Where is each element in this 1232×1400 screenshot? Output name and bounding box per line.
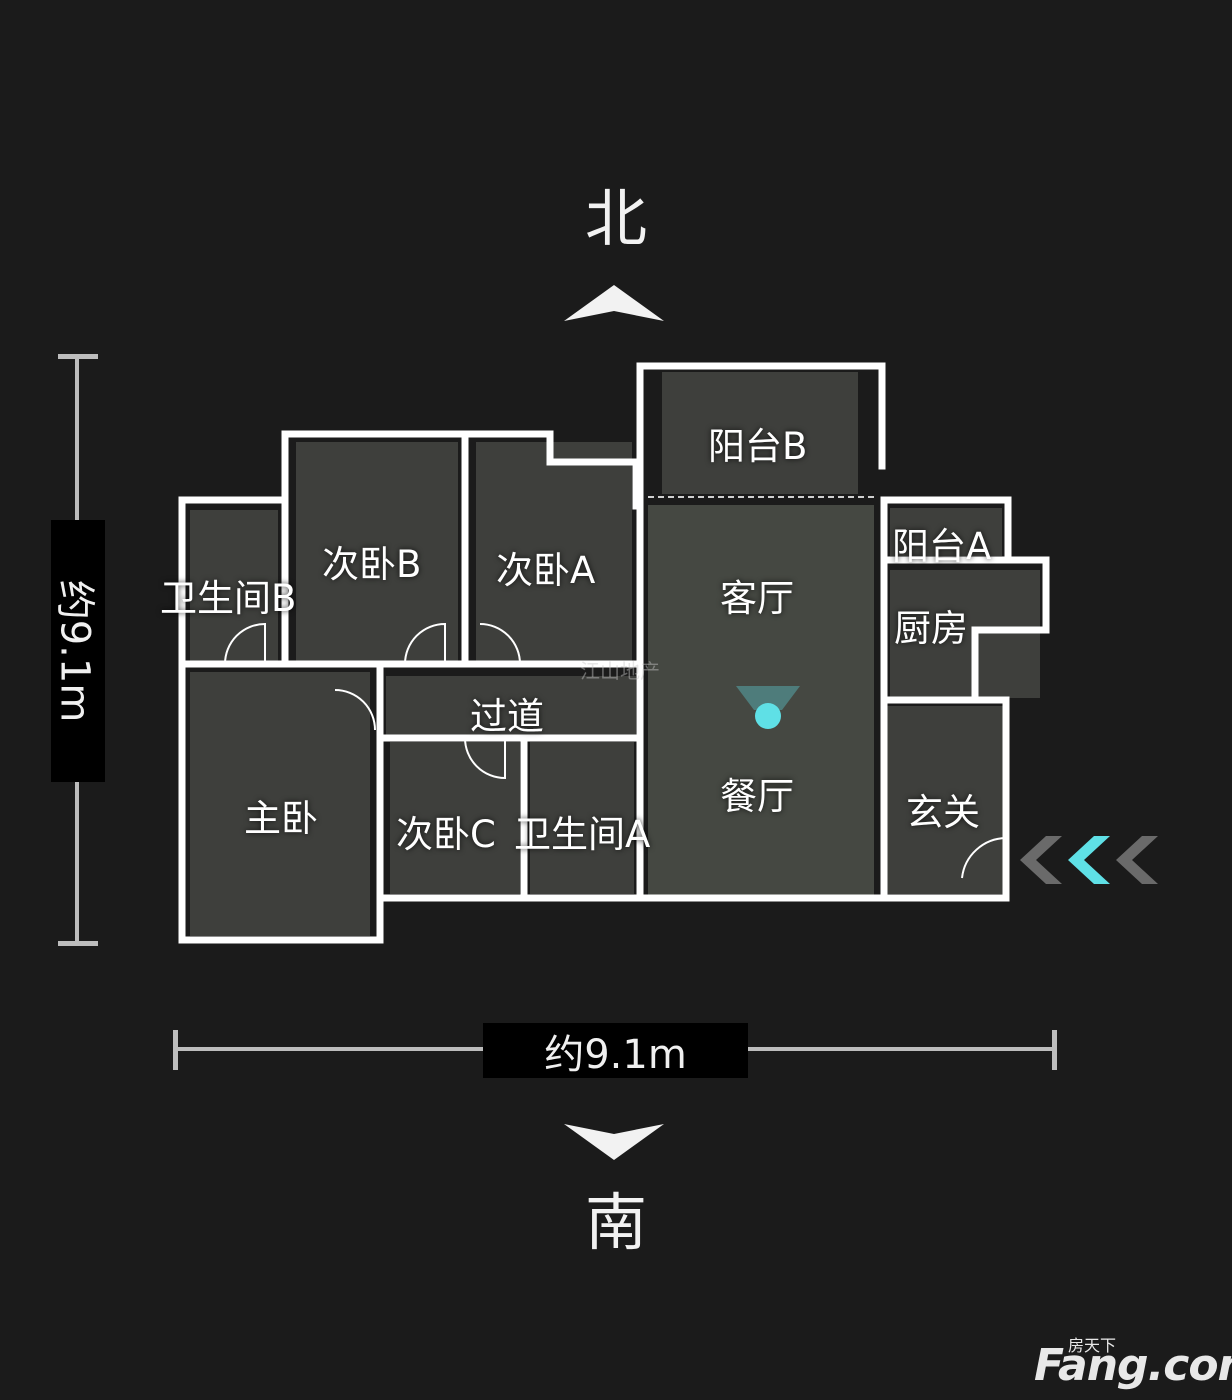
compass-south-label: 南: [584, 1186, 647, 1259]
horizontal-dimension-cap: [1052, 1030, 1057, 1070]
room-label-living-room: 客厅: [720, 577, 794, 620]
corridor-area: [386, 676, 636, 736]
north-arrow-icon: [564, 285, 664, 321]
room-label-balcony-b: 阳台B: [708, 425, 808, 468]
door-bedroom-b: [404, 622, 446, 665]
watermark-brand-en: Fang.com: [1034, 1340, 1232, 1391]
bathroom-b-area: [190, 510, 278, 662]
master-bedroom-area: [190, 672, 370, 936]
room-label-bedroom-c: 次卧C: [396, 813, 496, 856]
vertical-dimension-cap: [58, 941, 98, 946]
watermark-brand-cn: 房天下: [1068, 1336, 1117, 1355]
room-label-balcony-a: 阳台A: [892, 525, 992, 568]
door-swings: [224, 622, 1007, 879]
room-label-entrance-hall: 玄关: [906, 791, 980, 834]
room-label-bathroom-a: 卫生间A: [514, 813, 651, 856]
compass-north-label: 北: [584, 182, 647, 255]
room-label-corridor: 过道: [470, 695, 544, 738]
door-entrance: [961, 837, 1007, 879]
kitchen-area: [890, 570, 1040, 698]
vertical-dimension-label: 约9.1m: [51, 520, 105, 782]
south-arrow-icon: [564, 1124, 664, 1160]
door-bathroom-b: [224, 622, 266, 665]
bedroom-a-area: [476, 442, 632, 664]
watermark-faint: 江山地产: [580, 659, 660, 683]
room-label-kitchen: 厨房: [894, 607, 968, 650]
room-label-bathroom-b: 卫生间B: [160, 577, 297, 620]
walls: [178, 362, 1050, 944]
balcony-b-area: [662, 372, 858, 494]
vertical-dimension-cap: [58, 354, 98, 359]
horizontal-dimension-label: 约9.1m: [483, 1023, 748, 1078]
location-dot-icon: [755, 703, 781, 729]
living-dining-area: [648, 505, 874, 897]
entrance-arrows-icon: [1020, 836, 1158, 884]
bathroom-a-area: [530, 742, 634, 894]
door-bedroom-a: [479, 623, 522, 665]
bedroom-c-area: [390, 742, 520, 894]
view-cone-icon: [736, 686, 800, 710]
door-bedroom-c: [464, 737, 506, 780]
room-label-dining-room: 餐厅: [720, 775, 794, 818]
room-label-master-bedroom: 主卧: [244, 797, 318, 840]
entrance-hall-area: [884, 706, 1004, 894]
horizontal-dimension-cap: [173, 1030, 178, 1070]
door-master: [334, 689, 376, 731]
room-label-bedroom-a: 次卧A: [496, 549, 596, 592]
room-label-bedroom-b: 次卧B: [322, 543, 422, 586]
balcony-a-area: [890, 508, 1002, 556]
